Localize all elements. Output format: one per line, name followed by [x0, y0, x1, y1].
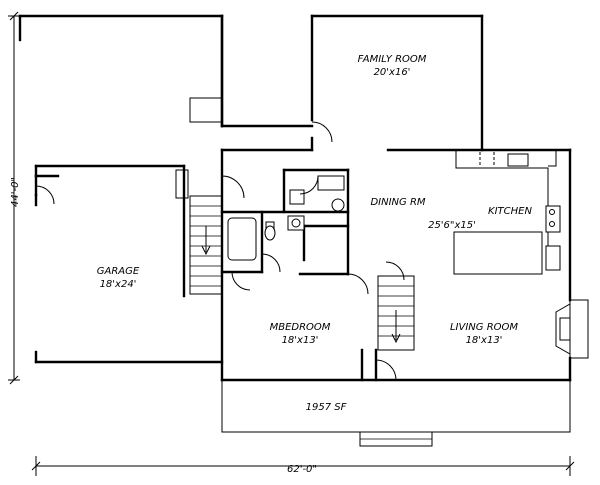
bedroom-closet-door-swing — [231, 271, 251, 291]
depth-dimension-label: 44'-0" — [10, 177, 21, 207]
width-dimension-line — [31, 456, 575, 476]
front-porch — [221, 379, 571, 447]
garage-door-swing — [35, 185, 55, 205]
kitchen-label: KITCHEN — [488, 206, 532, 217]
vanity-sink — [291, 218, 301, 228]
side-step — [175, 169, 189, 199]
bedroom-size: 18'x13' — [282, 335, 319, 346]
dining-room-label: DINING RM — [370, 197, 425, 208]
bath-door-swing — [299, 175, 319, 195]
depth-dimension-line — [8, 11, 20, 385]
porch-area-label: 1957 SF — [306, 402, 347, 413]
family-room-walls — [220, 14, 484, 152]
rear-step — [189, 97, 223, 123]
half-bath-toilet — [331, 198, 345, 212]
bedroom-label: MBEDROOM — [270, 322, 331, 333]
bathtub — [227, 217, 257, 261]
center-stair — [377, 275, 415, 351]
garage-label: GARAGE — [97, 266, 140, 277]
fireplace — [555, 299, 589, 359]
garage-stair — [189, 195, 223, 295]
front-door-swing — [375, 359, 397, 381]
kitchen-counters — [453, 150, 561, 275]
closet-door-swing — [261, 253, 281, 273]
bedroom-door-swing — [347, 273, 369, 295]
kitchen-size: 25'6"x15' — [428, 220, 476, 231]
stair-door-swing — [385, 261, 405, 281]
garage-size: 18'x24' — [100, 279, 137, 290]
width-dimension-label: 62'-0" — [287, 464, 317, 475]
bath-core-walls — [220, 168, 350, 276]
half-bath-sink — [317, 175, 345, 191]
hall-door-swing — [221, 175, 245, 199]
family-room-size: 20'x16' — [374, 67, 411, 78]
toilet-bowl — [264, 225, 276, 241]
family-room-label: FAMILY ROOM — [358, 54, 427, 65]
living-room-label: LIVING ROOM — [450, 322, 518, 333]
garage-walls — [18, 14, 224, 364]
half-bath-toilet-tank — [289, 189, 305, 205]
living-room-size: 18'x13' — [466, 335, 503, 346]
family-room-door-swing — [311, 121, 333, 143]
